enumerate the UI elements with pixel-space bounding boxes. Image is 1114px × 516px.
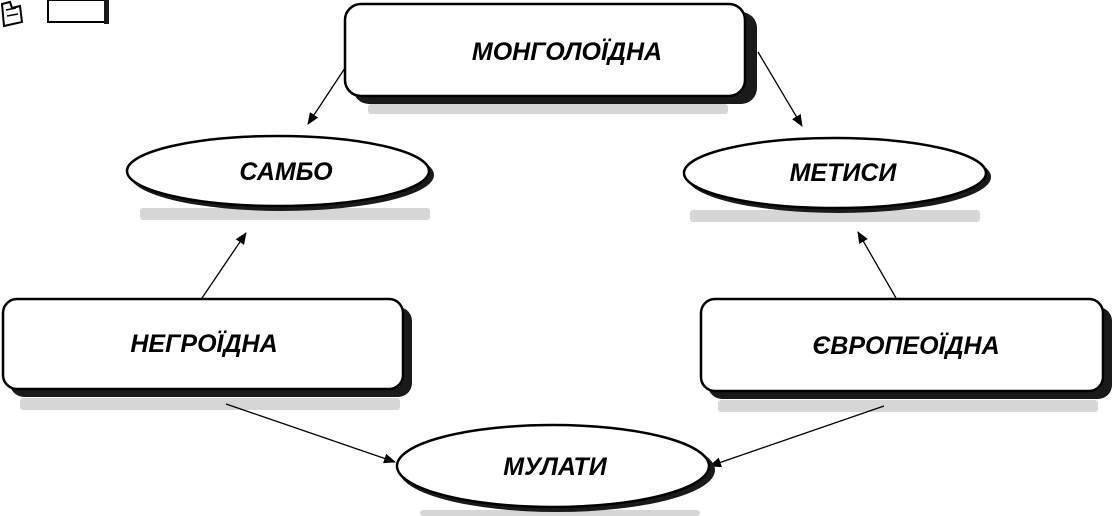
speckle-band-shadows <box>20 104 1098 516</box>
node-mulaty-label: МУЛАТИ <box>503 453 607 481</box>
edge-negroid-sambo <box>201 232 247 299</box>
node-negroid-label: НЕГРОЇДНА <box>130 330 277 358</box>
node-negroid: НЕГРОЇДНА <box>1 297 412 397</box>
node-europeoid: ЄВРОПЕОЇДНА <box>699 297 1112 399</box>
edges <box>201 51 897 468</box>
hand-icon <box>0 0 24 28</box>
node-mongoloid-label: МОНГОЛОЇДНА <box>472 38 662 66</box>
node-metysy: МЕТИСИ <box>682 136 991 213</box>
node-europeoid-label: ЄВРОПЕОЇДНА <box>812 332 999 360</box>
edge-europeoid-metysy <box>857 231 897 299</box>
node-sambo-label: САМБО <box>239 158 333 186</box>
edge-negroid-mulaty <box>225 403 396 464</box>
edge-europeoid-mulaty <box>709 405 885 468</box>
node-mulaty: МУЛАТИ <box>395 423 715 512</box>
node-sambo: САМБО <box>125 134 434 211</box>
edge-mongoloid-metysy <box>757 51 803 127</box>
node-metysy-label: МЕТИСИ <box>790 159 898 187</box>
square-icon <box>47 0 109 24</box>
node-mongoloid: МОНГОЛОЇДНА <box>343 2 757 104</box>
edge-mongoloid-sambo <box>307 67 346 125</box>
